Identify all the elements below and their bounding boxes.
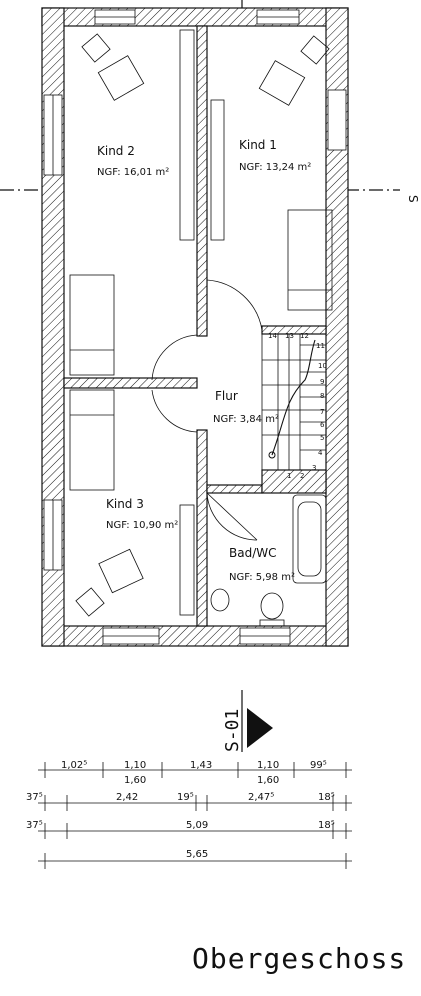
dimension-chains: 1,02⁵ 1,10 1,43 1,10 99⁵ 1,60 1,60 37⁵ 2… bbox=[26, 760, 352, 869]
step-number: 10 bbox=[318, 362, 327, 370]
dim-label: 1,10 bbox=[124, 760, 146, 771]
room-name-flur: Flur bbox=[215, 389, 238, 403]
step-number: 5 bbox=[320, 434, 324, 442]
step-number: 11 bbox=[316, 342, 325, 350]
dim-label: 1,02⁵ bbox=[61, 760, 87, 771]
dim-label: 99⁵ bbox=[310, 760, 327, 771]
step-number: 6 bbox=[320, 421, 325, 429]
stair-step-numbers: 1 2 3 4 5 6 7 8 9 10 11 12 13 14 bbox=[268, 332, 327, 480]
step-number: 2 bbox=[300, 472, 304, 480]
dim-label: 19⁵ bbox=[177, 792, 194, 803]
dim-label: 5,65 bbox=[186, 849, 208, 860]
dim-label: 1,43 bbox=[190, 760, 212, 771]
step-number: 8 bbox=[320, 392, 324, 400]
step-number: 4 bbox=[318, 449, 323, 457]
doors bbox=[151, 279, 263, 541]
room-area-kind-2: NGF: 16,01 m² bbox=[97, 167, 169, 178]
section-marker: S-01 bbox=[222, 690, 273, 752]
furniture bbox=[69, 29, 333, 627]
step-number: 3 bbox=[312, 464, 316, 472]
step-number: 7 bbox=[320, 408, 324, 416]
room-name-bad-wc: Bad/WC bbox=[229, 546, 277, 560]
staircase bbox=[261, 333, 327, 471]
room-labels: Kind 2 NGF: 16,01 m² Kind 1 NGF: 13,24 m… bbox=[97, 138, 311, 583]
room-area-kind-1: NGF: 13,24 m² bbox=[239, 162, 311, 173]
dim-label: 18⁵ bbox=[318, 792, 335, 803]
dim-label: 18⁵ bbox=[318, 820, 335, 831]
dim-label: 5,09 bbox=[186, 820, 208, 831]
room-name-kind-3: Kind 3 bbox=[106, 497, 144, 511]
dim-label: 1,10 bbox=[257, 760, 279, 771]
section-marker-label: S-01 bbox=[222, 709, 243, 752]
dim-label: 1,60 bbox=[257, 775, 279, 786]
dim-label: 37⁵ bbox=[26, 820, 43, 831]
dim-label: 1,60 bbox=[124, 775, 146, 786]
step-number: 14 bbox=[268, 332, 277, 340]
room-name-kind-2: Kind 2 bbox=[97, 144, 135, 158]
dim-label: 2,42 bbox=[116, 792, 138, 803]
svg-text:S: S bbox=[406, 195, 420, 203]
windows bbox=[43, 9, 347, 645]
room-area-bad-wc: NGF: 5,98 m² bbox=[229, 572, 295, 583]
step-number: 1 bbox=[287, 472, 291, 480]
dim-label: 2,47⁵ bbox=[248, 792, 274, 803]
step-number: 13 bbox=[285, 332, 294, 340]
page-title: Obergeschoss bbox=[192, 942, 406, 975]
room-name-kind-1: Kind 1 bbox=[239, 138, 277, 152]
interior-walls bbox=[63, 25, 327, 627]
room-area-flur: NGF: 3,84 m² bbox=[213, 414, 279, 425]
step-number: 12 bbox=[300, 332, 309, 340]
dim-label: 37⁵ bbox=[26, 792, 43, 803]
step-number: 9 bbox=[320, 378, 324, 386]
room-area-kind-3: NGF: 10,90 m² bbox=[106, 520, 178, 531]
